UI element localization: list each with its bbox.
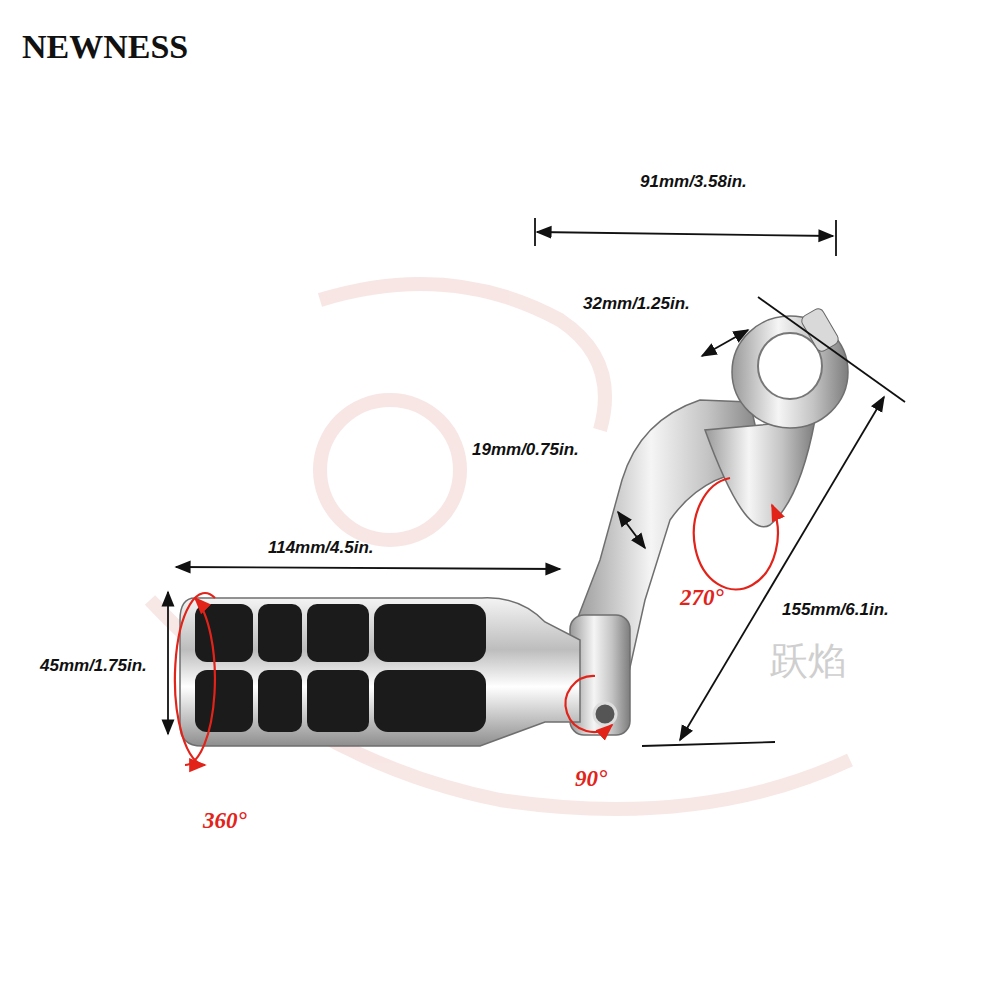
rubber-pads: [195, 604, 486, 732]
dimension-label: 114mm/4.5in.: [268, 538, 374, 558]
watermark: 跃焰: [770, 636, 846, 687]
watermark-logo: [150, 284, 850, 809]
dimension-label: 91mm/3.58in.: [640, 172, 747, 192]
peg-body: [180, 598, 580, 746]
angle-label: 270°: [680, 585, 724, 611]
dimension-label: 45mm/1.75in.: [40, 656, 147, 676]
angle-label: 360°: [203, 808, 247, 834]
brand-title: NEWNESS: [22, 28, 188, 66]
angle-label: 90°: [575, 766, 607, 792]
clamp-bore: [758, 333, 822, 399]
dimension-label: 155mm/6.1in.: [782, 600, 889, 620]
rotation-arrows: [175, 478, 778, 765]
dimension-label: 19mm/0.75in.: [472, 440, 579, 460]
dimension-lines: [168, 218, 905, 746]
clamp-cone: [705, 420, 815, 527]
dimension-label: 32mm/1.25in.: [583, 294, 690, 314]
pivot-bolt: [594, 703, 616, 725]
